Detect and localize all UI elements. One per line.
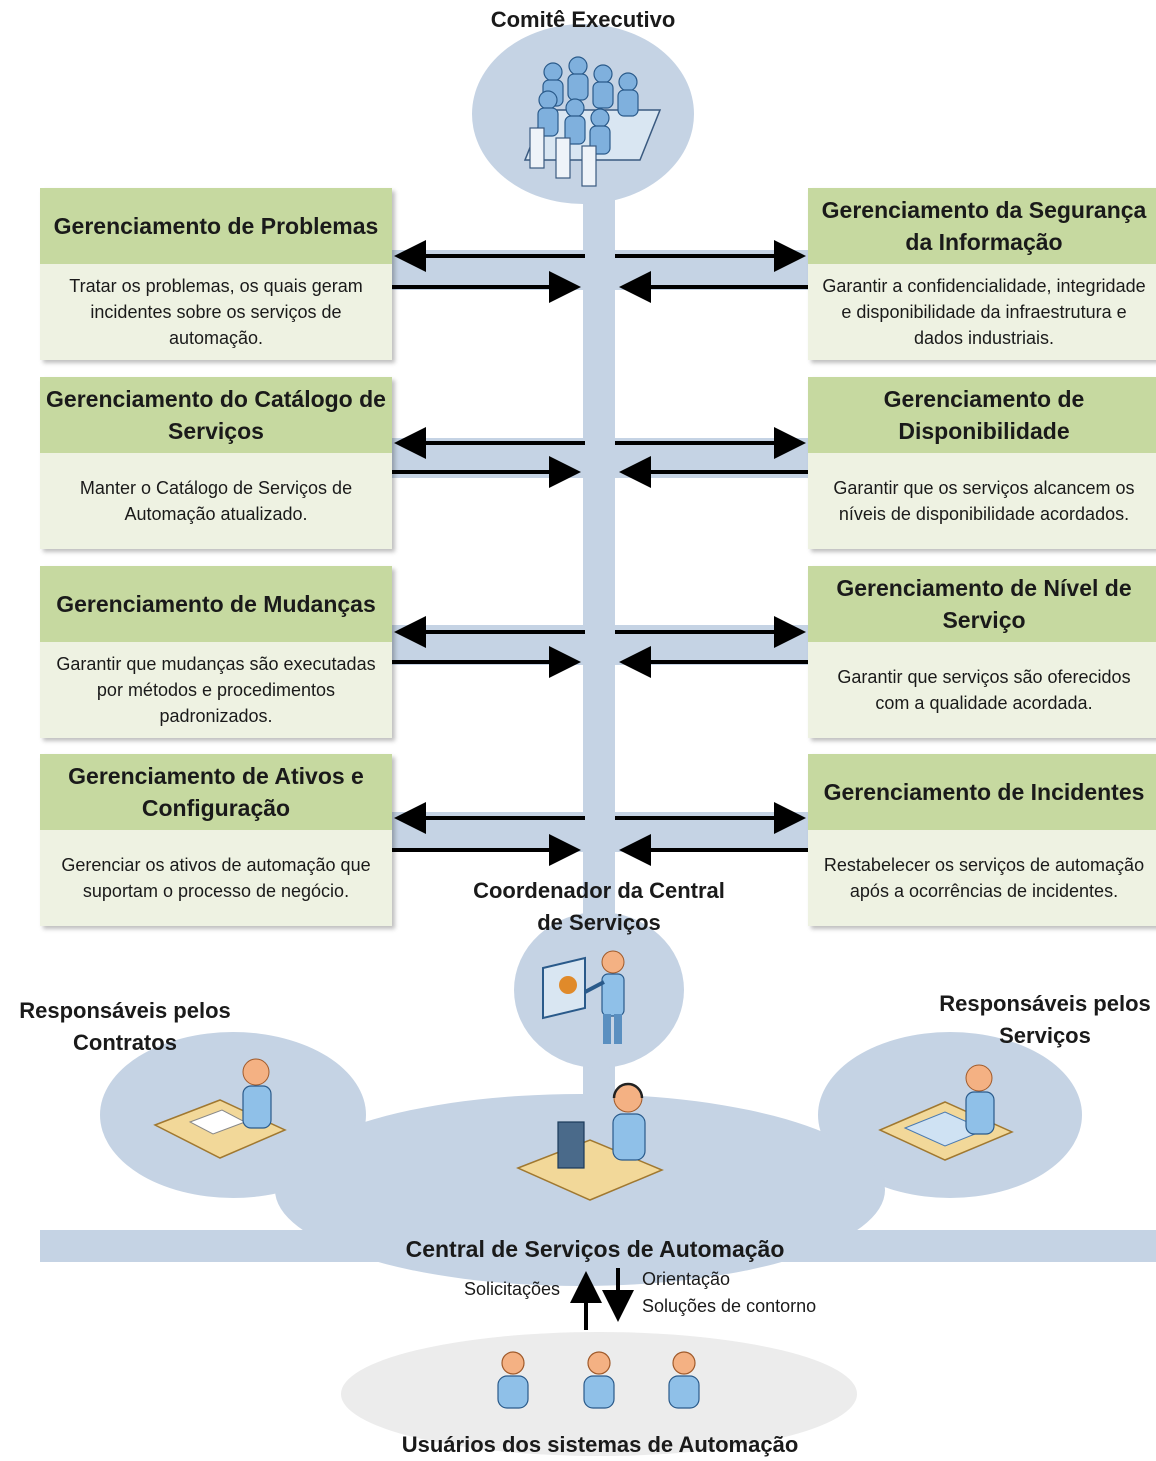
- card-assets: Gerenciamento de Ativos e Configuração G…: [40, 754, 392, 926]
- users-label: Usuários dos sistemas de Automação: [401, 1432, 799, 1457]
- card-desc: Tratar os problemas, os quais geram inci…: [40, 264, 392, 360]
- coordinator-label: Coordenador da Central de Serviços: [473, 878, 725, 935]
- flow-column: [583, 160, 615, 1270]
- card-desc: Manter o Catálogo de Serviços de Automaç…: [40, 453, 392, 549]
- committee-label: Comitê Executivo: [490, 7, 676, 32]
- services-label: Responsáveis pelos Serviços: [939, 991, 1151, 1048]
- workarounds-label: Soluções de contorno: [642, 1296, 817, 1316]
- contracts-person-icon: [153, 1058, 287, 1159]
- users-icons: [497, 1351, 700, 1409]
- service-desk-icon: [516, 1082, 664, 1201]
- contracts-label: Responsáveis pelos Contratos: [19, 998, 231, 1055]
- card-availability: Gerenciamento de Disponibilidade Garanti…: [808, 377, 1156, 549]
- meeting-icon: [523, 56, 662, 187]
- card-security: Gerenciamento da Segurança da Informação…: [808, 188, 1156, 360]
- card-title: Gerenciamento de Incidentes: [808, 754, 1156, 830]
- card-desc: Garantir que mudanças são executadas por…: [40, 642, 392, 738]
- central-label: Central de Serviços de Automação: [405, 1236, 785, 1262]
- card-problems: Gerenciamento de Problemas Tratar os pro…: [40, 188, 392, 360]
- card-title: Gerenciamento de Disponibilidade: [808, 377, 1156, 453]
- card-title: Gerenciamento de Mudanças: [40, 566, 392, 642]
- card-catalog: Gerenciamento do Catálogo de Serviços Ma…: [40, 377, 392, 549]
- card-desc: Garantir que serviços são oferecidos com…: [808, 642, 1156, 738]
- card-desc: Gerenciar os ativos de automação que sup…: [40, 830, 392, 926]
- card-title: Gerenciamento do Catálogo de Serviços: [40, 377, 392, 453]
- card-service-level: Gerenciamento de Nível de Serviço Garant…: [808, 566, 1156, 738]
- coordinator-ellipse: [514, 912, 684, 1068]
- card-desc: Garantir que os serviços alcancem os nív…: [808, 453, 1156, 549]
- card-desc: Restabelecer os serviços de automação ap…: [808, 830, 1156, 926]
- presenter-icon: [542, 950, 625, 1044]
- central-band: [40, 1230, 1156, 1262]
- guidance-label: Orientação: [642, 1269, 731, 1289]
- card-incidents: Gerenciamento de Incidentes Restabelecer…: [808, 754, 1156, 926]
- services-person-icon: [878, 1064, 1014, 1161]
- card-changes: Gerenciamento de Mudanças Garantir que m…: [40, 566, 392, 738]
- card-title: Gerenciamento de Nível de Serviço: [808, 566, 1156, 642]
- requests-label: Solicitações: [463, 1279, 560, 1299]
- card-title: Gerenciamento de Ativos e Configuração: [40, 754, 392, 830]
- arrows: [390, 240, 808, 1330]
- card-title: Gerenciamento da Segurança da Informação: [808, 188, 1156, 264]
- card-desc: Garantir a confidencialidade, integridad…: [808, 264, 1156, 360]
- card-title: Gerenciamento de Problemas: [40, 188, 392, 264]
